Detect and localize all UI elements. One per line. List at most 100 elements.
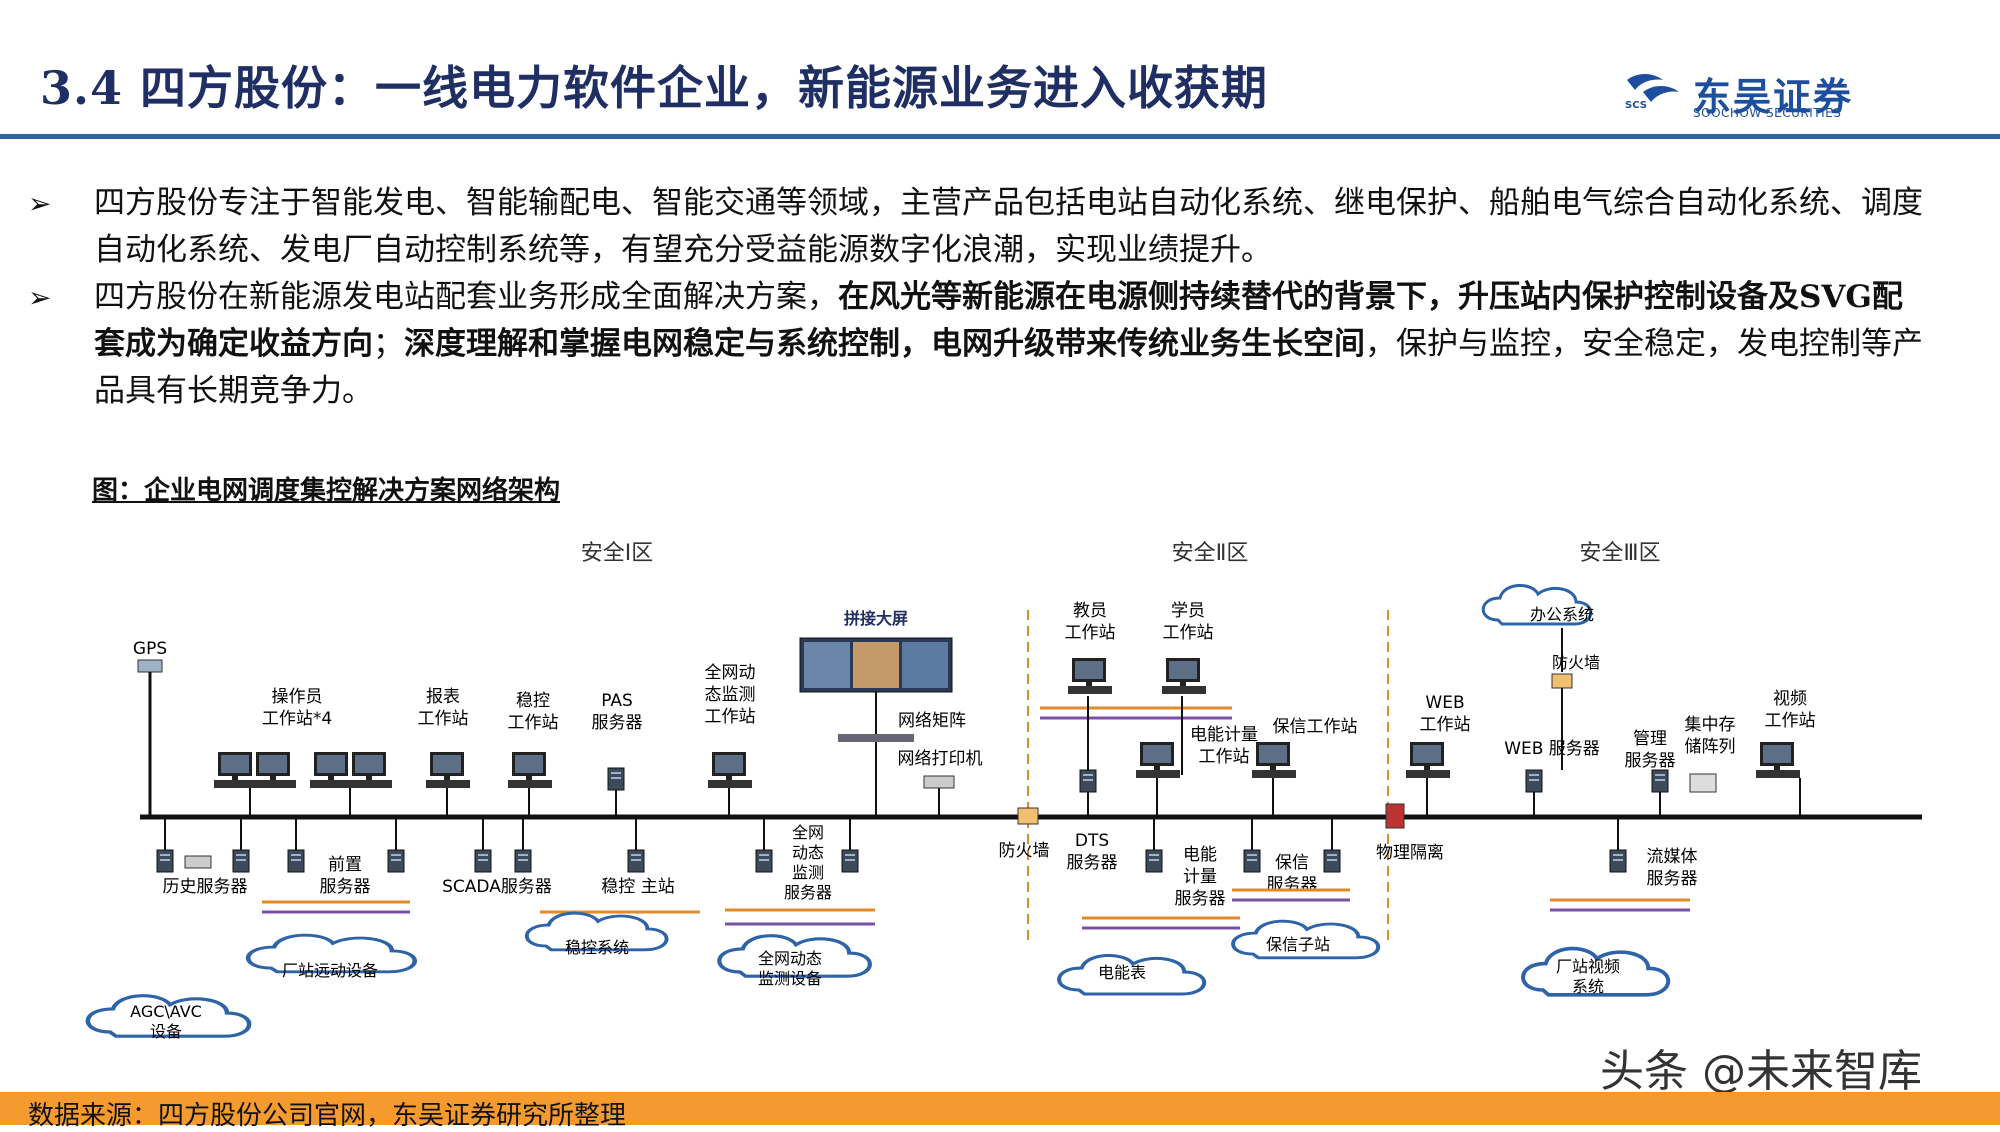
network-printer-label: 网络打印机: [898, 749, 983, 769]
web-server-label: WEB 服务器: [1504, 739, 1600, 759]
bullet-text: ；: [373, 326, 404, 362]
gps-icon: [137, 659, 163, 817]
student-ws-label: 学员: [1171, 601, 1205, 621]
pas-label: 服务器: [592, 713, 643, 733]
printer-icon: [923, 775, 955, 789]
teacher-workstation-icon: [1068, 658, 1112, 694]
web-ws-label: WEB: [1425, 693, 1464, 713]
wams-device-label: 全网动态: [758, 949, 822, 968]
mgmt-server-label: 服务器: [1625, 751, 1676, 771]
protect-workstation-icon: [1252, 742, 1296, 778]
dts-server-label: 服务器: [1067, 853, 1118, 873]
history-server-label: 历史服务器: [163, 877, 248, 897]
zone-3-label: 安全Ⅲ区: [1579, 541, 1660, 566]
scs-logo-icon: SCS: [1625, 74, 1679, 110]
operator-ws-label: 工作站*4: [262, 709, 332, 729]
gps-label: GPS: [133, 639, 167, 659]
source-note: 数据来源：四方股份公司官网，东吴证券研究所整理: [28, 1101, 627, 1131]
report-workstation-icon: [426, 752, 470, 788]
top-firewall-label: 防火墙: [1552, 653, 1600, 672]
storage-array-icon: [1689, 773, 1717, 793]
student-ws-label: 工作站: [1163, 623, 1214, 643]
stability-main-icon: [627, 849, 645, 873]
protect-server-label: 服务器: [1267, 875, 1318, 895]
report-ws-label: 报表: [426, 687, 460, 707]
station-video-label: 系统: [1572, 977, 1604, 996]
dts-server-label: DTS: [1075, 831, 1109, 851]
source-bar: [0, 1092, 2000, 1125]
dts-server-icon: [1079, 769, 1097, 793]
mgmt-server-label: 管理: [1633, 729, 1667, 749]
agc-avc-label: 设备: [150, 1022, 182, 1041]
teacher-ws-label: 工作站: [1065, 623, 1116, 643]
header-divider: [0, 134, 2000, 139]
web-workstation-icon: [1406, 742, 1450, 778]
bullet-item: ➢ 四方股份在新能源发电站配套业务形成全面解决方案，在风光等新能源在电源侧持续替…: [28, 274, 1928, 415]
operator-ws-label: 操作员: [272, 687, 323, 707]
network-matrix-icon: [838, 734, 914, 742]
web-ws-label: 工作站: [1420, 715, 1471, 735]
video-wall-icon: [799, 637, 953, 693]
metering-ws-label: 工作站: [1199, 747, 1250, 767]
firewall-icon: [1017, 807, 1039, 825]
wams-workstation-icon: [708, 752, 752, 788]
stability-workstation-icon: [508, 752, 552, 788]
front-server-label: 前置: [328, 855, 362, 875]
wams-server-label: 全网: [792, 823, 824, 842]
video-ws-label: 视频: [1773, 689, 1807, 709]
metering-server-label: 服务器: [1175, 889, 1226, 909]
metering-server-label: 电能: [1183, 845, 1217, 865]
remote-device-label: 厂站远动设备: [282, 961, 378, 980]
watermark: 头条 @未来智库: [1600, 1046, 1922, 1097]
wams-ws-label: 工作站: [705, 707, 756, 727]
bullet-list: ➢ 四方股份专注于智能发电、智能输配电、智能交通等领域，主营产品包括电站自动化系…: [28, 180, 1928, 415]
stability-ws-label: 工作站: [508, 713, 559, 733]
metering-server-icon: [1145, 849, 1163, 873]
streaming-server-label: 流媒体: [1647, 847, 1698, 867]
video-workstation-icon: [1756, 742, 1800, 778]
isolation-label: 物理隔离: [1376, 843, 1444, 863]
station-video-label: 厂站视频: [1556, 957, 1620, 976]
zone-1-label: 安全Ⅰ区: [581, 541, 654, 566]
streaming-server-label: 服务器: [1647, 869, 1698, 889]
bullet-text: ，保护与监控，安全稳定，发电控制等产品具有长期竞争力。: [94, 326, 1923, 409]
firewall-icon: [1551, 673, 1573, 689]
scada-server-icon: [474, 849, 532, 873]
figure-caption: 图：企业电网调度集控解决方案网络架构: [92, 476, 561, 506]
bullet-text: 四方股份在新能源发电站配套业务形成全面解决方案，: [94, 279, 838, 315]
page-title: 3.4 四方股份：一线电力软件企业，新能源业务进入收获期: [40, 61, 1269, 115]
student-workstation-icon: [1162, 658, 1206, 694]
meter-label: 电能表: [1098, 963, 1146, 982]
protect-ws-label: 保信工作站: [1273, 717, 1358, 737]
wams-ws-label: 全网动: [705, 663, 756, 683]
metering-workstation-icon: [1136, 742, 1180, 778]
zone-2-label: 安全Ⅱ区: [1172, 541, 1249, 566]
storage-label: 储阵列: [1685, 737, 1736, 757]
agc-avc-label: AGC\AVC: [130, 1002, 202, 1021]
protect-server-label: 保信: [1275, 853, 1309, 873]
office-system-label: 办公系统: [1530, 605, 1594, 624]
scada-server-label: SCADA服务器: [442, 877, 552, 897]
streaming-server-icon: [1609, 849, 1627, 873]
network-matrix-label: 网络矩阵: [898, 711, 966, 731]
wams-server-label: 动态: [792, 843, 824, 862]
soochow-logo: SCS 东吴证券 SOOCHOW SECURITIES: [1615, 66, 1895, 120]
firewall-label: 防火墙: [999, 841, 1050, 861]
wams-server-label: 监测: [792, 863, 824, 882]
web-server-icon: [1525, 769, 1543, 793]
bullet-text: 四方股份专注于智能发电、智能输配电、智能交通等领域，主营产品包括电站自动化系统、…: [94, 185, 1923, 268]
wams-ws-label: 态监测: [705, 685, 756, 705]
storage-label: 集中存: [1685, 715, 1736, 735]
metering-server-label: 计量: [1183, 867, 1217, 887]
bullet-bold-text: 在风光等新能源在电源侧持续替代的背景下，升压站内保护控制设备及SVG配套成为确定…: [94, 279, 1903, 362]
pas-label: PAS: [601, 691, 633, 711]
bullet-bold-text: 深度理解和掌握电网稳定与系统控制，电网升级带来传统业务生长空间: [404, 326, 1365, 362]
network-architecture-diagram: 安全Ⅰ区 安全Ⅱ区 安全Ⅲ区 GPS 操作员 工作站*4 报表 工作站 稳控 工…: [0, 541, 1922, 1041]
isolation-device-icon: [1385, 803, 1405, 829]
stability-main-label: 稳控 主站: [601, 877, 674, 897]
stability-system-label: 稳控系统: [565, 938, 629, 957]
protect-substation-label: 保信子站: [1266, 935, 1330, 954]
logo-chinese-name: 东吴证券: [1693, 75, 1854, 119]
big-screen-label: 拼接大屏: [844, 609, 908, 628]
arrow-bullet-icon: ➢: [28, 187, 52, 220]
